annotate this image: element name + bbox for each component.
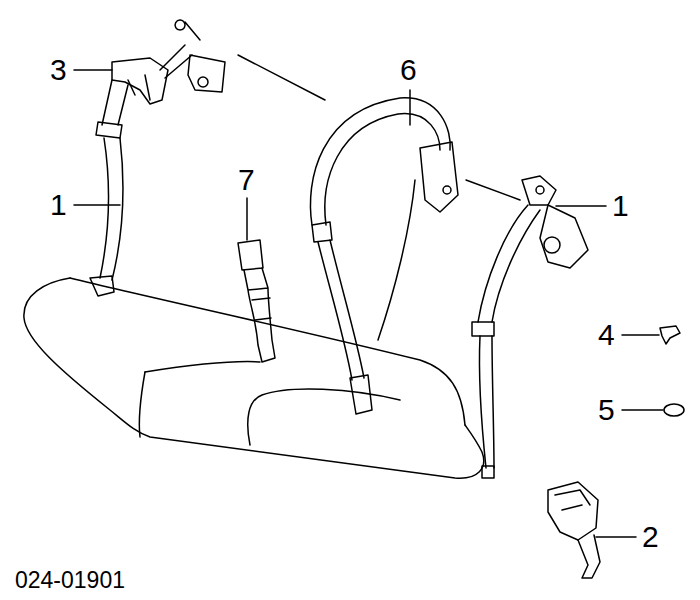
cushion-seam xyxy=(145,362,260,372)
anchor-plate xyxy=(482,466,494,478)
leader-line xyxy=(556,205,606,207)
belt-clip xyxy=(312,222,332,242)
cushion-back-edge xyxy=(70,278,465,425)
anchor-plate xyxy=(350,375,372,414)
leader-line xyxy=(622,334,659,336)
anchor xyxy=(175,20,200,40)
callout-number: 5 xyxy=(598,395,615,425)
center-buckle xyxy=(238,240,263,270)
anchor-plate xyxy=(90,276,114,296)
leader-line xyxy=(409,90,411,125)
buckle-part xyxy=(548,482,598,540)
seatback-line xyxy=(238,55,325,100)
callout-number: 2 xyxy=(642,522,659,552)
leader-line xyxy=(596,536,636,538)
leader-line xyxy=(246,198,248,240)
leader-line xyxy=(74,204,120,206)
buckle-detail xyxy=(555,490,590,510)
bolt xyxy=(198,77,208,87)
buckle-strap-detail xyxy=(252,298,271,320)
callout-number: 6 xyxy=(400,55,417,85)
left-retractor xyxy=(188,55,225,92)
cushion-seam xyxy=(139,372,145,437)
callout-number: 1 xyxy=(612,191,629,221)
center-retractor xyxy=(420,142,458,212)
clip-part xyxy=(660,326,680,344)
callout-number: 7 xyxy=(238,165,255,195)
belt-webbing xyxy=(100,138,123,280)
retractor-spool xyxy=(544,237,560,253)
callout-number: 4 xyxy=(598,320,615,350)
cap-part xyxy=(664,404,684,416)
belt-guide-detail xyxy=(128,75,150,100)
belt-clip xyxy=(472,322,494,336)
belt-webbing xyxy=(160,45,192,78)
leader-line xyxy=(622,409,663,411)
bolt xyxy=(536,186,544,194)
diagram-code: 024-01901 xyxy=(15,569,125,592)
cushion-seam xyxy=(248,389,400,445)
callout-number: 3 xyxy=(50,55,67,85)
belt-webbing xyxy=(478,205,540,322)
callout-number: 1 xyxy=(50,190,67,220)
center-belt xyxy=(310,98,450,225)
belt-webbing xyxy=(102,80,128,125)
leader-line xyxy=(74,69,112,71)
bolt xyxy=(443,186,451,194)
belt-webbing xyxy=(318,240,364,380)
buckle-bracket xyxy=(578,535,600,578)
belt-clip xyxy=(96,122,122,138)
seatback-line xyxy=(466,180,520,200)
right-retractor xyxy=(540,205,588,268)
buckle-strap xyxy=(244,268,275,362)
seat-cushion xyxy=(24,278,484,478)
belt-webbing xyxy=(479,336,494,468)
belt-guide xyxy=(112,58,168,104)
seatback-line xyxy=(378,180,415,340)
right-anchor xyxy=(522,176,556,205)
